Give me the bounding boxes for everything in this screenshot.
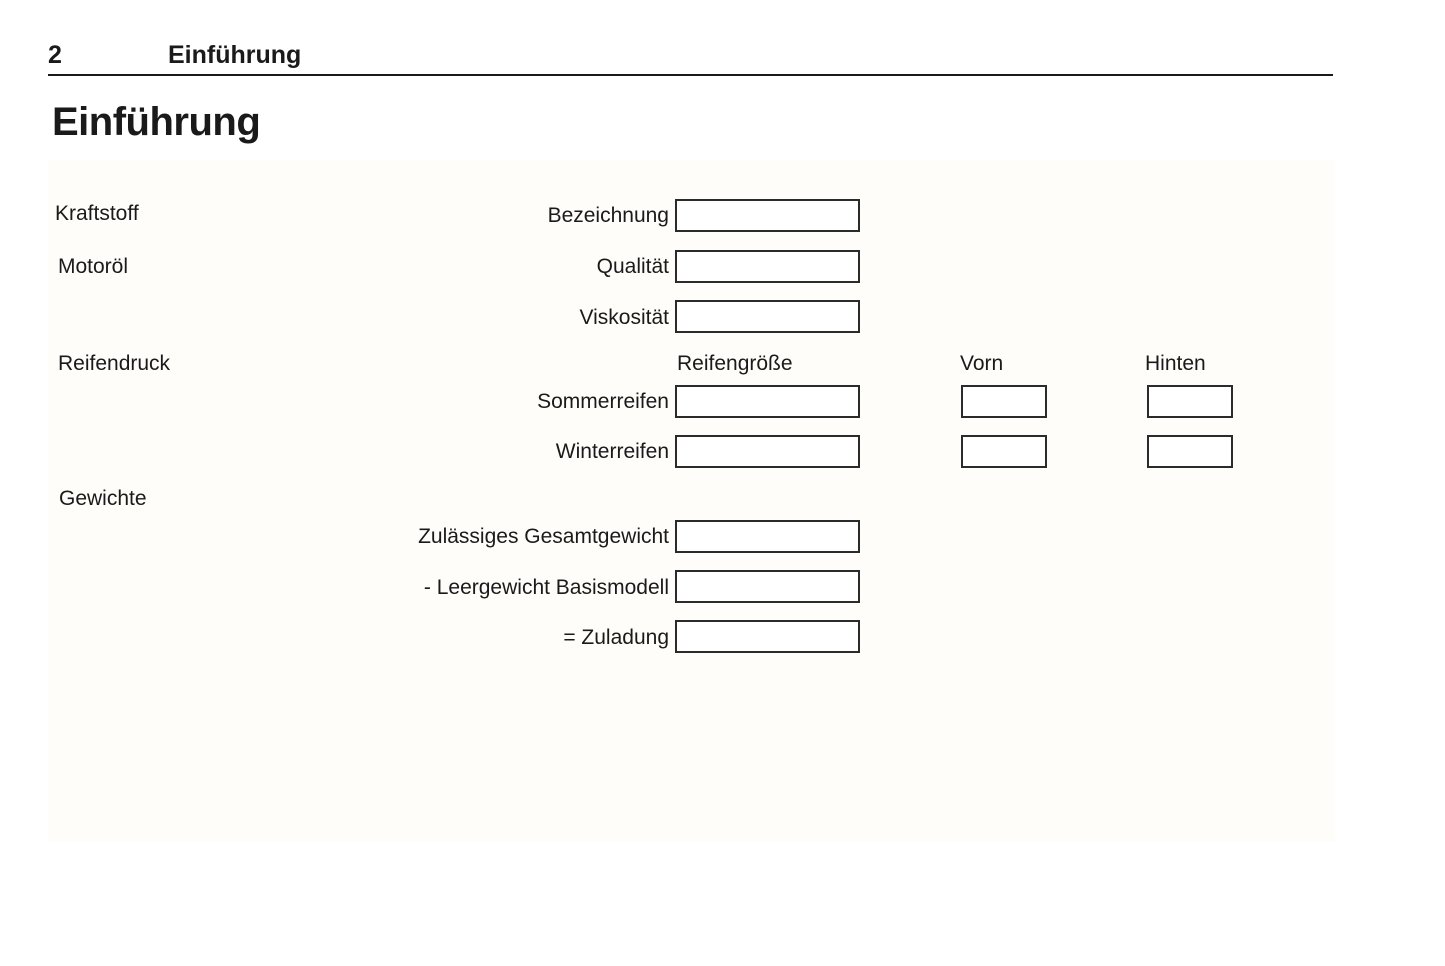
page-number: 2 bbox=[48, 41, 62, 69]
data-entry-panel: Kraftstoff Motoröl Reifendruck Gewichte … bbox=[48, 160, 1335, 841]
input-viskositaet[interactable] bbox=[675, 300, 860, 333]
field-label-bezeichnung: Bezeichnung bbox=[547, 204, 669, 227]
input-sommerreifen-vorn[interactable] bbox=[961, 385, 1047, 418]
column-header-vorn: Vorn bbox=[960, 352, 1004, 375]
column-header-hinten: Hinten bbox=[1145, 352, 1206, 375]
column-header-reifengroesse: Reifengröße bbox=[677, 352, 793, 375]
field-label-sommerreifen: Sommerreifen bbox=[537, 390, 669, 413]
input-sommerreifen-reifengroesse[interactable] bbox=[675, 385, 860, 418]
input-sommerreifen-hinten[interactable] bbox=[1147, 385, 1233, 418]
input-qualitaet[interactable] bbox=[675, 250, 860, 283]
section-label-gewichte: Gewichte bbox=[59, 487, 147, 510]
page-title: Einführung bbox=[52, 100, 261, 144]
input-winterreifen-reifengroesse[interactable] bbox=[675, 435, 860, 468]
header-divider bbox=[48, 74, 1333, 76]
input-zulaessiges-gesamtgewicht[interactable] bbox=[675, 520, 860, 553]
field-label-leergewicht-basismodell: - Leergewicht Basismodell bbox=[423, 576, 669, 599]
section-label-reifendruck: Reifendruck bbox=[58, 352, 171, 375]
field-label-winterreifen: Winterreifen bbox=[555, 440, 669, 463]
header-chapter-name: Einführung bbox=[168, 41, 302, 69]
input-winterreifen-hinten[interactable] bbox=[1147, 435, 1233, 468]
input-leergewicht-basismodell[interactable] bbox=[675, 570, 860, 603]
input-bezeichnung[interactable] bbox=[675, 199, 860, 232]
field-label-qualitaet: Qualität bbox=[596, 255, 669, 278]
section-label-kraftstoff: Kraftstoff bbox=[55, 202, 139, 225]
section-label-motoroel: Motoröl bbox=[58, 255, 129, 278]
input-winterreifen-vorn[interactable] bbox=[961, 435, 1047, 468]
input-zuladung[interactable] bbox=[675, 620, 860, 653]
field-label-zuladung: = Zuladung bbox=[563, 626, 669, 649]
field-label-viskositaet: Viskosität bbox=[579, 306, 670, 329]
running-header: 2 Einführung bbox=[48, 40, 1333, 78]
field-label-zulaessiges-gesamtgewicht: Zulässiges Gesamtgewicht bbox=[418, 525, 669, 548]
